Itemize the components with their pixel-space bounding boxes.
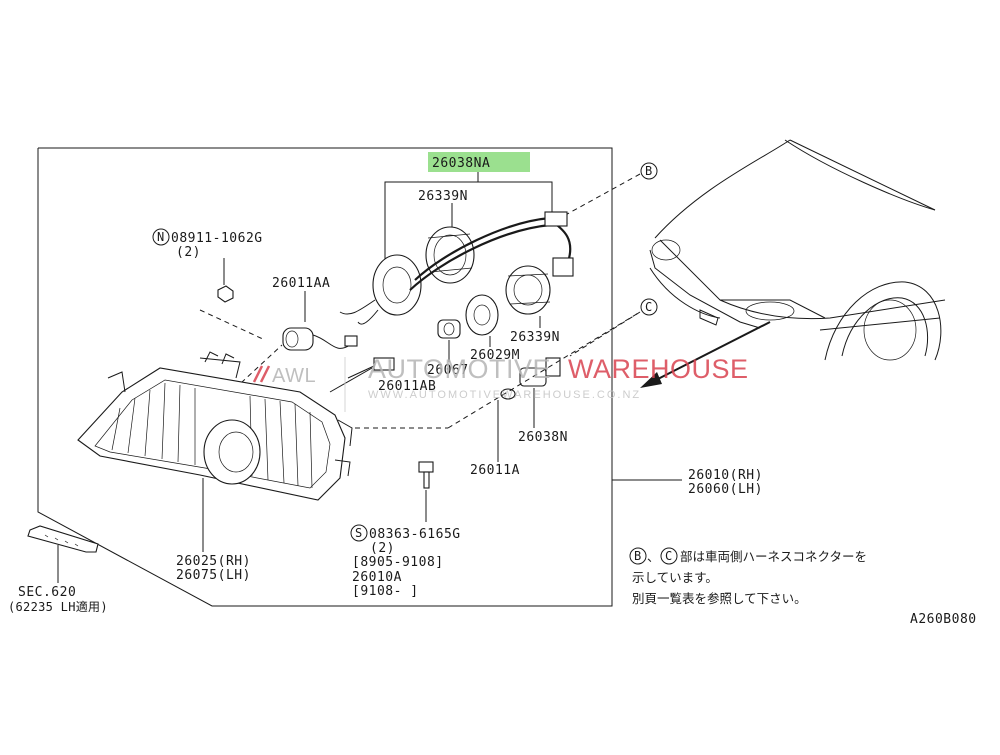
watermark: AWL AUTOMOTIVE WAREHOUSE WWW.AUTOMOTIVEW… <box>252 354 749 412</box>
part-26010A-label[interactable]: 26010A <box>352 570 402 585</box>
sec-620-label[interactable]: SEC.620 <box>18 585 76 600</box>
part-screw-s-label[interactable]: 08363-6165G <box>369 527 461 542</box>
watermark-logo: AWL <box>272 365 316 387</box>
watermark-word2: WAREHOUSE <box>568 354 749 384</box>
part-screw-s-qty: (2) <box>370 541 395 556</box>
headlamp-assembly <box>77 351 373 501</box>
part-26075-label[interactable]: 26075(LH) <box>176 568 251 583</box>
note-line-2: 示しています。 <box>632 570 718 585</box>
part-26038N-label[interactable]: 26038N <box>518 430 568 445</box>
part-26038NA-label[interactable]: 26038NA <box>432 156 490 171</box>
direction-arrow-shaft <box>651 321 771 383</box>
assembly-frame <box>37 147 613 607</box>
trim-bracket-drawing <box>27 525 99 553</box>
part-26339N-top-label[interactable]: 26339N <box>418 189 468 204</box>
part-bolt-n-label[interactable]: 08911-1062G <box>171 231 263 246</box>
note-b-letter: B <box>634 549 642 563</box>
screw-drawing <box>418 461 434 489</box>
symbol-s-letter: S <box>355 526 363 540</box>
date-range-2: [9108- ] <box>352 584 419 599</box>
date-range-1: [8905-9108] <box>352 555 444 570</box>
connector-b-letter: B <box>645 164 653 178</box>
sec-620-sub: (62235 LH適用) <box>8 599 108 614</box>
part-26011A-label[interactable]: 26011A <box>470 463 520 478</box>
part-26011AA-label[interactable]: 26011AA <box>272 276 330 291</box>
symbol-n-circle <box>152 228 170 246</box>
note-line-1: 部は車両側ハーネスコネクターを <box>680 549 867 564</box>
bracket-26038NA <box>384 181 553 268</box>
nut-drawing <box>217 285 234 303</box>
alignment-dashes <box>199 309 641 429</box>
note-c-letter: C <box>665 549 673 563</box>
note-c-symbol <box>660 547 678 565</box>
socket-large <box>372 254 422 316</box>
direction-arrow-head <box>640 372 662 388</box>
part-bolt-n-qty: (2) <box>176 245 201 260</box>
part-26029M-label[interactable]: 26029M <box>470 348 520 363</box>
part-26067-label[interactable]: 26067 <box>427 363 469 378</box>
part-26010-label[interactable]: 26010(RH) <box>688 468 763 483</box>
highlight-box <box>428 152 530 172</box>
connector-plug-top <box>544 211 568 227</box>
connector-b-leader <box>559 173 641 219</box>
note-separator: 、 <box>647 549 660 564</box>
bulb-26011AA <box>282 327 358 351</box>
watermark-word1: AUTOMOTIVE <box>368 354 551 384</box>
part-26011AB-drawing <box>347 357 395 379</box>
wiring-lead <box>339 299 379 325</box>
part-26029M-drawing <box>465 294 499 336</box>
symbol-s-circle <box>350 524 368 542</box>
connector-b-symbol <box>640 162 658 180</box>
connector-c-symbol <box>640 298 658 316</box>
part-26060-label[interactable]: 26060(LH) <box>688 482 763 497</box>
connector-plug-bottom <box>552 257 574 277</box>
socket-ring-26339N-right <box>505 265 551 315</box>
part-26011AB-label[interactable]: 26011AB <box>378 379 436 394</box>
part-26067-drawing <box>437 319 461 339</box>
note-line-3: 別頁一覧表を参照して下さい。 <box>632 591 807 606</box>
note-b-symbol <box>629 547 647 565</box>
part-26339N-right-label[interactable]: 26339N <box>510 330 560 345</box>
part-26025-label[interactable]: 26025(RH) <box>176 554 251 569</box>
symbol-n-letter: N <box>157 230 165 244</box>
watermark-logo-mark <box>252 365 271 383</box>
reference-code: A260B080 <box>910 612 977 627</box>
connector-c-letter: C <box>645 300 653 314</box>
watermark-url: WWW.AUTOMOTIVEWAREHOUSE.CO.NZ <box>368 389 641 401</box>
vehicle-outline <box>649 139 946 361</box>
